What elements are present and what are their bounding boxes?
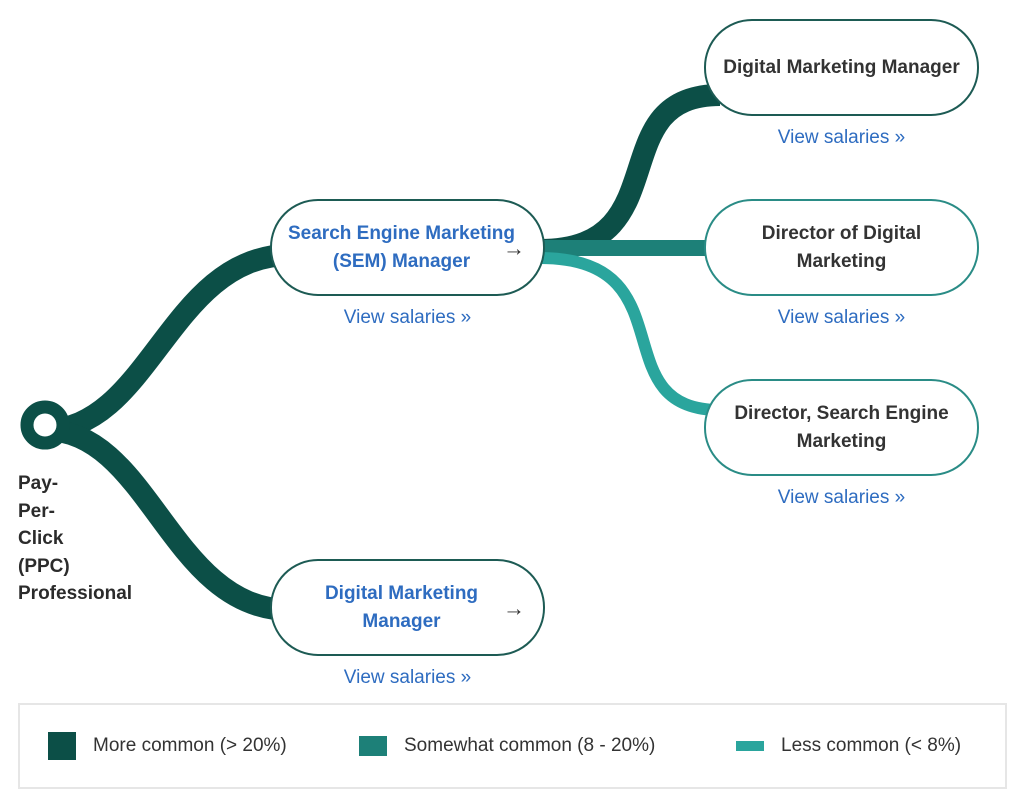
arrow-right-icon: → xyxy=(503,594,525,620)
start-role-label: Pay- Per- Click (PPC) Professional xyxy=(18,473,133,604)
legend-swatch-less-common xyxy=(736,741,764,751)
view-salaries-link-dmm-lower[interactable]: View salaries » xyxy=(343,667,472,688)
legend-item-less-common: Less common (< 8%) xyxy=(736,705,961,787)
arrow-right-icon: → xyxy=(503,234,525,260)
node-director-digital-title: Director of Digital Marketing xyxy=(761,223,922,272)
path-sem-to-director-sem xyxy=(539,252,721,416)
node-dmm-upper-title: Digital Marketing Manager xyxy=(723,56,960,78)
legend-item-more-common: More common (> 20%) xyxy=(48,705,287,787)
legend: More common (> 20%) Somewhat common (8 -… xyxy=(18,703,1007,789)
path-start-to-dmm xyxy=(44,419,291,621)
path-start-to-sem xyxy=(34,244,301,441)
node-digital-marketing-manager-lower[interactable]: Digital Marketing Manager → xyxy=(270,559,545,656)
node-director-digital-marketing: Director of Digital Marketing xyxy=(704,199,979,296)
view-salaries-link-sem-manager[interactable]: View salaries » xyxy=(343,307,472,328)
node-dmm-lower-title: Digital Marketing Manager xyxy=(324,583,479,632)
node-director-sem-title: Director, Search Engine Marketing xyxy=(734,403,949,452)
node-digital-marketing-manager-upper: Digital Marketing Manager xyxy=(704,19,979,116)
start-node-icon xyxy=(20,400,70,450)
view-salaries-link-director-digital[interactable]: View salaries » xyxy=(777,307,906,328)
path-sem-to-dmm xyxy=(539,84,721,261)
view-salaries-link-dmm-upper[interactable]: View salaries » xyxy=(777,127,906,148)
legend-swatch-somewhat-common xyxy=(359,736,387,756)
view-salaries-link-director-sem[interactable]: View salaries » xyxy=(777,487,906,508)
node-sem-manager-title: Search Engine Marketing (SEM) Manager xyxy=(288,223,516,272)
legend-label-somewhat-common: Somewhat common (8 - 20%) xyxy=(404,735,656,756)
legend-swatch-more-common xyxy=(48,732,76,760)
legend-label-more-common: More common (> 20%) xyxy=(93,735,287,756)
node-sem-manager[interactable]: Search Engine Marketing (SEM) Manager → xyxy=(270,199,545,296)
legend-label-less-common: Less common (< 8%) xyxy=(781,735,962,756)
node-director-sem: Director, Search Engine Marketing xyxy=(704,379,979,476)
legend-item-somewhat-common: Somewhat common (8 - 20%) xyxy=(359,705,655,787)
